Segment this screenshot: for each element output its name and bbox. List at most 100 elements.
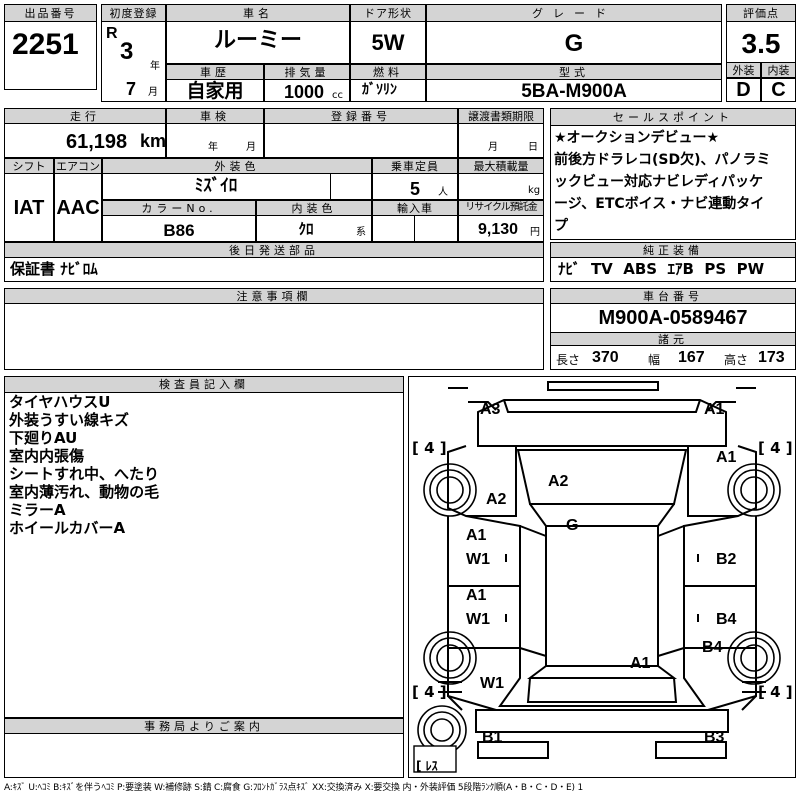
inspector-line: 外装うすい線キズ	[9, 411, 130, 429]
color-sub-box	[330, 174, 372, 200]
grade-label: グレード	[426, 4, 722, 22]
inspection-month-unit: 月	[246, 142, 256, 153]
reg-year: 3	[120, 38, 134, 65]
capacity: 5	[410, 179, 421, 199]
inspector-line: ミラーA	[9, 501, 66, 519]
inspector-label: 検査員記入欄	[4, 376, 404, 393]
car-history: 自家用	[186, 80, 244, 102]
inspection-year-unit: 年	[208, 142, 218, 153]
history-label: 車歴	[166, 64, 264, 80]
car-damage-diagram	[413, 381, 781, 773]
later-parts-label: 後日発送部品	[4, 242, 544, 258]
air-conditioner: AAC	[56, 197, 100, 219]
damage-mark: B1	[482, 729, 503, 746]
reg-number-label: 登録番号	[264, 108, 458, 124]
exterior-grade-box	[726, 78, 761, 102]
color-no-label: カラーNo.	[102, 200, 256, 216]
inspector-line: 室内内張傷	[9, 447, 85, 465]
length: 370	[592, 349, 619, 366]
height-label: 高さ	[724, 353, 749, 367]
capacity-label: 乗車定員	[372, 158, 458, 174]
car-name-label: 車名	[166, 4, 350, 22]
damage-mark: A1	[466, 527, 487, 544]
displacement: 1000	[284, 82, 325, 102]
width: 167	[678, 349, 705, 366]
sales-point-label: セールスポイント	[550, 108, 796, 126]
tire-depth-rear-right: [ 4 ]	[758, 683, 793, 701]
model-label: 型式	[426, 64, 722, 80]
spare-tire-label: [ ﾚｽ	[416, 759, 438, 773]
damage-mark: W1	[466, 611, 490, 628]
damage-mark: A1	[466, 587, 487, 604]
fuel-label: 燃料	[350, 64, 426, 80]
dims-label: 諸元	[550, 332, 796, 346]
sales-point-line: ックビュー対応ナビレディパッケ	[554, 174, 764, 190]
max-load-label: 最大積載量	[458, 158, 544, 174]
door-shape: 5W	[371, 30, 405, 55]
transfer-label: 譲渡書類期限	[458, 108, 544, 124]
sales-point-line: 前後方ドラレコ(SD欠)、パノラミ	[554, 152, 771, 168]
sales-point-line: ★オークションデビュー★	[554, 130, 720, 146]
transfer-month-unit: 月	[488, 142, 498, 153]
damage-mark: B2	[716, 551, 737, 568]
grade: G	[564, 30, 584, 57]
mileage-unit: km	[140, 131, 167, 151]
equipment-items: ﾅﾋﾞ TV ABS ｴｱB PS PW	[558, 260, 765, 278]
interior-grade-label: 内装	[761, 62, 796, 78]
damage-mark: A1	[716, 449, 737, 466]
month-unit: 月	[148, 87, 158, 98]
damage-legend: A:ｷｽﾞ U:ﾍｺﾐ B:ｷｽﾞを伴うﾍｺﾐ P:要塗装 W:補修跡 S:錆 …	[4, 783, 583, 793]
year-unit: 年	[150, 61, 160, 72]
interior-grade-box	[761, 78, 796, 102]
first-registration-label: 初度登録	[101, 4, 166, 22]
color-number: B86	[163, 221, 195, 240]
sales-point-line: ージ、ETCボイス・ナビ連動タイ	[554, 196, 765, 212]
shift-label: シフト	[4, 158, 54, 174]
damage-mark: W1	[466, 551, 490, 568]
tire-depth-front-right: [ 4 ]	[758, 439, 793, 457]
ac-label: エアコン	[54, 158, 102, 174]
interior-grade: C	[771, 79, 786, 101]
recycle-unit: 円	[530, 227, 540, 238]
inspector-line: ホイールカバーA	[9, 519, 126, 537]
import-sub-box	[372, 216, 415, 242]
exterior-grade-label: 外装	[726, 62, 761, 78]
chassis-label: 車台番号	[550, 288, 796, 304]
damage-mark: A1	[630, 655, 651, 672]
sales-point-cell	[550, 108, 796, 240]
office-label: 事務局よりご案内	[4, 718, 404, 734]
damage-mark: B4	[716, 611, 737, 628]
color-label: 外装色	[102, 158, 372, 174]
max-load-unit: kg	[528, 185, 541, 196]
mileage: 61,198	[66, 131, 128, 153]
fuel: ｶﾞｿﾘﾝ	[362, 82, 397, 98]
door-label: ドア形状	[350, 4, 426, 22]
lot-number: 2251	[12, 28, 79, 61]
sales-point-line: プ	[554, 218, 568, 234]
tire-depth-front-left: [ 4 ]	[412, 439, 447, 457]
body-color: ﾐｽﾞｲﾛ	[194, 176, 238, 196]
inspector-line: タイヤハウスU	[9, 393, 111, 411]
mileage-label: 走行	[4, 108, 166, 124]
score-label: 評価点	[726, 4, 796, 22]
exterior-grade: D	[736, 79, 751, 101]
recycle-label: リサイクル預託金	[458, 200, 544, 216]
later-parts: 保証書 ﾅﾋﾞﾛﾑ	[10, 260, 98, 278]
inspector-cell	[4, 376, 404, 718]
chassis-number: M900A-0589467	[598, 307, 748, 329]
inspection-label: 車検	[166, 108, 264, 124]
width-label: 幅	[648, 353, 661, 367]
displacement-unit: cc	[332, 90, 343, 101]
damage-mark: B4	[702, 639, 723, 656]
era: R	[106, 25, 118, 42]
tire-depth-rear-left: [ 4 ]	[412, 683, 447, 701]
damage-mark: B3	[704, 729, 725, 746]
capacity-unit: 人	[438, 187, 448, 198]
interior-color-unit: 系	[356, 227, 366, 238]
reg-month: 7	[126, 79, 137, 99]
damage-mark: A3	[480, 401, 501, 418]
recycle-fee: 9,130	[478, 221, 519, 238]
model-code: 5BA-M900A	[521, 81, 627, 102]
inspector-line: シートすれ中、へたり	[9, 465, 160, 483]
notes-label: 注意事項欄	[4, 288, 544, 304]
